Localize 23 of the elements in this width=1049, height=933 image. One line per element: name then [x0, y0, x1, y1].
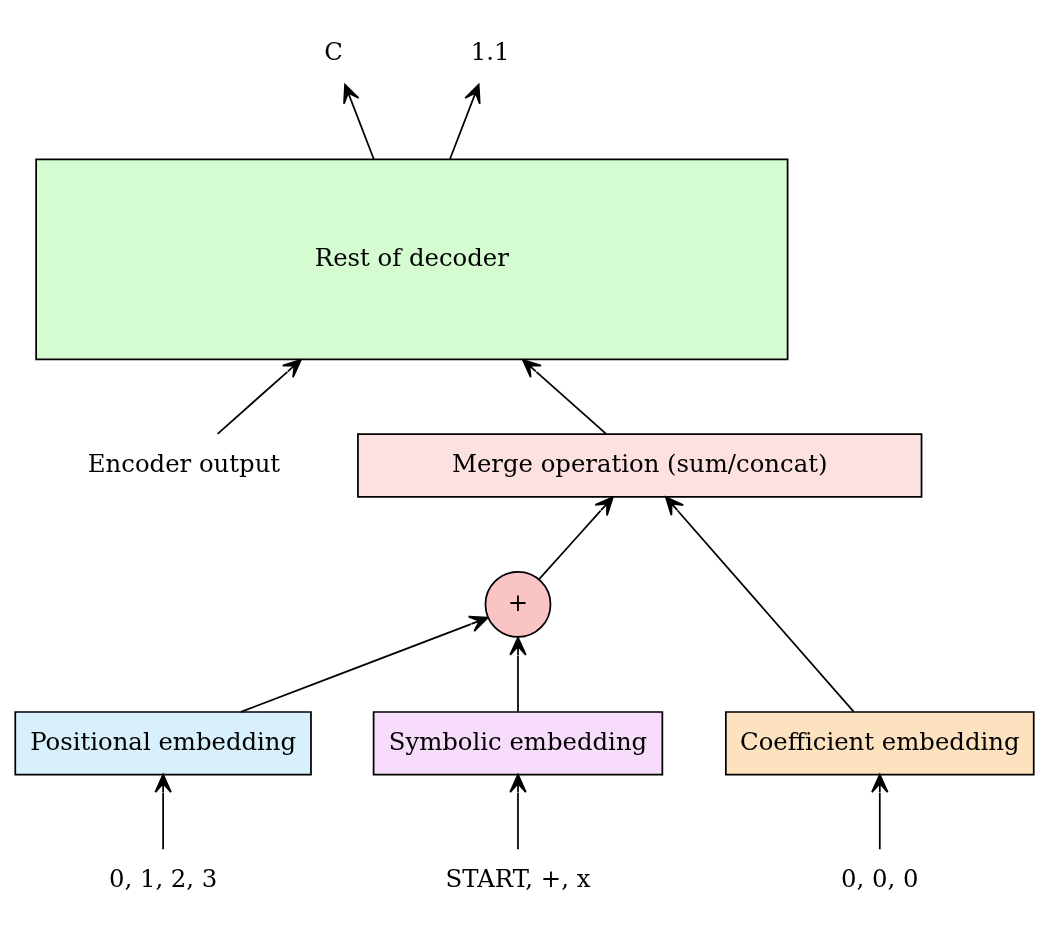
- node-box: Merge operation (sum/concat): [357, 432, 923, 498]
- node-box: Coefficient embedding: [724, 710, 1035, 775]
- node-text: 0, 0, 0: [841, 863, 919, 893]
- arrow: [538, 495, 614, 580]
- arrow: [449, 83, 481, 160]
- node-text: START, +, x: [445, 863, 591, 893]
- node-text: Encoder output: [87, 448, 281, 478]
- arrow: [522, 358, 607, 435]
- arrow: [240, 615, 489, 713]
- node-box: Symbolic embedding: [372, 710, 664, 775]
- arrow: [154, 773, 172, 850]
- arrow: [343, 83, 375, 160]
- node-text: 1.1: [470, 36, 510, 66]
- arrow: [871, 773, 889, 850]
- arrow: [509, 773, 527, 850]
- node-text: C: [324, 36, 343, 66]
- arrow: [216, 358, 302, 435]
- node-box: Positional embedding: [14, 710, 312, 775]
- node-box: Rest of decoder: [35, 158, 789, 360]
- arrow: [509, 636, 527, 712]
- node-circle: +: [484, 570, 552, 638]
- arrow: [665, 495, 855, 713]
- node-text: 0, 1, 2, 3: [108, 863, 218, 893]
